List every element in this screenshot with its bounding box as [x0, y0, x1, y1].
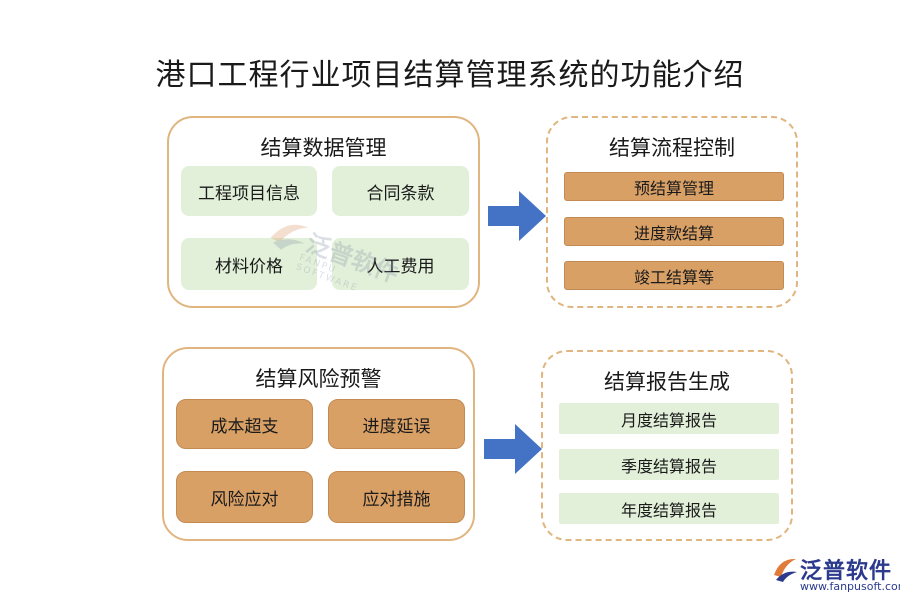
- annual-report-item: 年度结算报告: [559, 493, 779, 524]
- brand-name: 泛普软件: [800, 559, 893, 584]
- report-generation-panel: 结算报告生成 月度结算报告 季度结算报告 年度结算报告: [541, 350, 793, 541]
- monthly-report-item: 月度结算报告: [559, 403, 779, 434]
- cost-overrun-item: 成本超支: [176, 399, 313, 449]
- risk-response-item: 风险应对: [176, 471, 313, 523]
- data-management-panel: 结算数据管理 工程项目信息 合同条款 材料价格 人工费用: [167, 116, 480, 308]
- risk-warning-panel: 结算风险预警 成本超支 进度延误 风险应对 应对措施: [162, 347, 475, 541]
- countermeasure-item: 应对措施: [328, 471, 465, 523]
- project-info-item: 工程项目信息: [181, 166, 317, 216]
- brand-logo: 泛普软件 www.fanpusoft.com: [772, 553, 900, 597]
- panel-title: 结算流程控制: [609, 136, 735, 160]
- pre-settlement-item: 预结算管理: [564, 172, 784, 201]
- flow-control-panel: 结算流程控制 预结算管理 进度款结算 竣工结算等: [546, 116, 798, 308]
- progress-payment-item: 进度款结算: [564, 217, 784, 246]
- panel-title: 结算风险预警: [255, 367, 382, 391]
- completion-settlement-item: 竣工结算等: [564, 261, 784, 290]
- brand-url: www.fanpusoft.com: [800, 580, 900, 593]
- quarterly-report-item: 季度结算报告: [559, 449, 779, 480]
- schedule-delay-item: 进度延误: [328, 399, 465, 449]
- panel-title: 结算报告生成: [604, 370, 730, 394]
- right-arrow-icon: [488, 191, 546, 241]
- labor-cost-item: 人工费用: [332, 238, 469, 290]
- contract-terms-item: 合同条款: [332, 166, 469, 216]
- panel-title: 结算数据管理: [260, 136, 387, 160]
- right-arrow-icon: [484, 424, 542, 474]
- brand-logo-icon: [774, 558, 797, 582]
- page-title: 港口工程行业项目结算管理系统的功能介绍: [155, 58, 745, 93]
- material-price-item: 材料价格: [181, 238, 317, 290]
